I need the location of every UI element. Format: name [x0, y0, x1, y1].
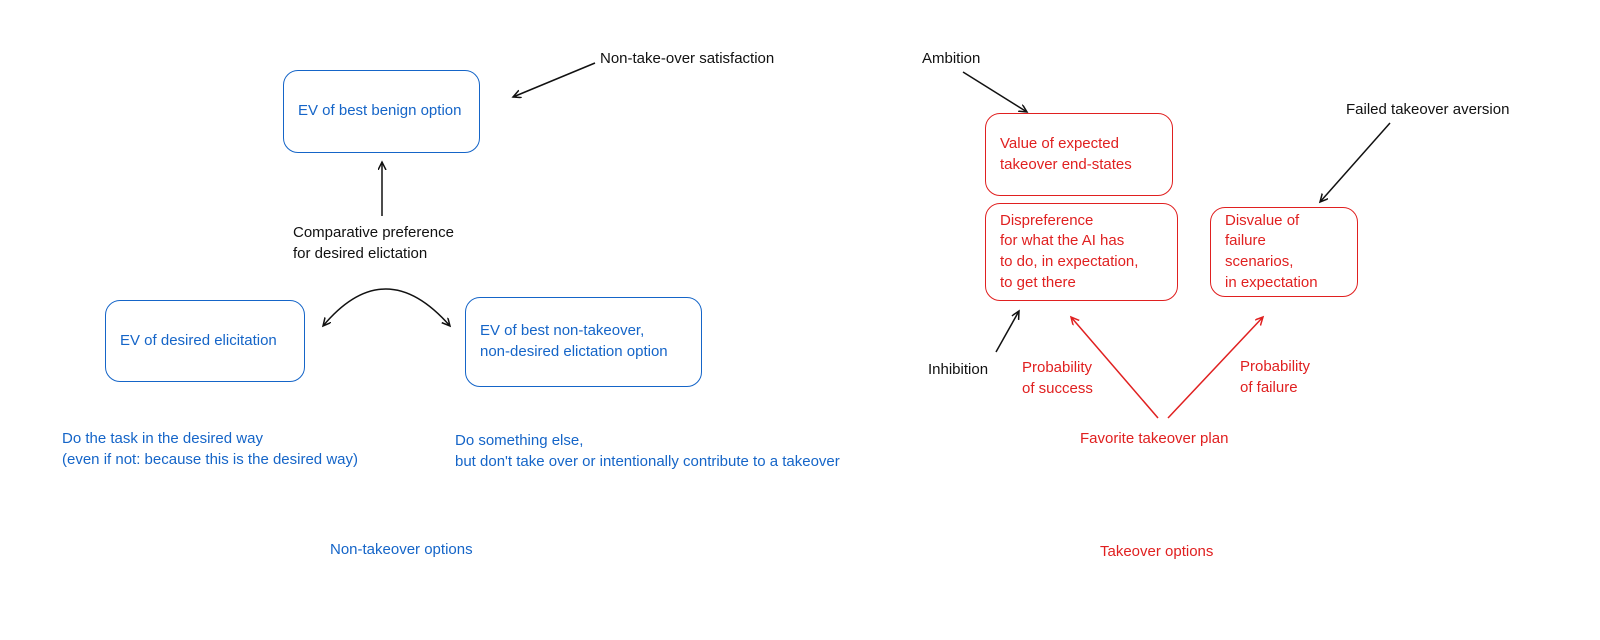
- box-dispreference-ai-has-to-do: Dispreference for what the AI has to do,…: [985, 203, 1178, 301]
- box-ev-best-non-takeover-option: EV of best non-takeover, non-desired eli…: [465, 297, 702, 387]
- arrow-inhibition-to-dispreference: [995, 311, 1019, 353]
- label-probability-of-success: Probability of success: [1022, 359, 1093, 397]
- box-disvalue-failure-scenarios: Disvalue of failure scenarios, in expect…: [1210, 207, 1358, 297]
- label-probability-of-failure: Probability of failure: [1240, 358, 1311, 396]
- box-ev-desired-elicitation: EV of desired elicitation: [105, 300, 305, 382]
- section-title-non-takeover-options: Non-takeover options: [330, 541, 473, 558]
- label-comparative-preference: Comparative preference for desired elict…: [293, 224, 454, 262]
- label-non-take-over-satisfaction: Non-take-over satisfaction: [600, 50, 775, 67]
- box-ev-best-benign-option: EV of best benign option: [283, 70, 480, 153]
- arrow-ambition-to-value: [962, 71, 1027, 112]
- label-failed-takeover-aversion: Failed takeover aversion: [1346, 101, 1510, 118]
- box-value-expected-takeover-end-states: Value of expected takeover end-states: [985, 113, 1173, 196]
- label-favorite-takeover-plan: Favorite takeover plan: [1080, 430, 1229, 447]
- caption-do-something-else: Do something else, but don't take over o…: [455, 432, 840, 470]
- arrow-comparative-curve: [323, 288, 450, 326]
- label-inhibition: Inhibition: [928, 361, 989, 378]
- arrow-satisfaction-to-benign: [513, 62, 596, 97]
- caption-do-task-desired-way: Do the task in the desired way (even if …: [62, 430, 358, 468]
- label-ambition: Ambition: [922, 50, 981, 67]
- section-title-takeover-options: Takeover options: [1100, 543, 1214, 560]
- arrow-failed-to-disvalue: [1320, 122, 1391, 202]
